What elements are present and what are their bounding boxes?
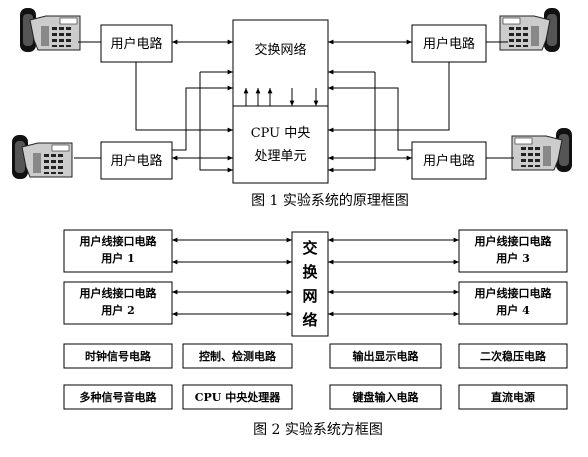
slic-label: 用户线接口电路 (80, 234, 158, 248)
module-cpu (182, 384, 293, 410)
module-keyboard-input (329, 384, 442, 410)
figure-2-arrows (172, 237, 459, 317)
switch-network-label: 交换网络 (254, 42, 306, 58)
module-dc-power (458, 384, 568, 410)
figure-2: 用户线接口电路 用户 1 用户线接口电路 用户 2 用户线接口电路 用户 3 用… (63, 229, 568, 438)
module-clock-circuit (63, 343, 173, 369)
slic-user-label: 用户 4 (496, 303, 530, 317)
figure-2-caption: 图 2 实验系统方框图 (253, 422, 383, 438)
slic-user-label: 用户 2 (101, 303, 134, 317)
slic-label: 用户线接口电路 (475, 286, 553, 300)
module-label: 二次稳压电路 (480, 349, 547, 363)
slic-user-label: 用户 3 (496, 251, 529, 265)
slic-label: 用户线接口电路 (475, 234, 553, 248)
module-label: 键盘输入电路 (352, 390, 420, 404)
module-label: CPU 中央处理器 (195, 390, 281, 404)
switch-char: 交 (302, 239, 317, 257)
switch-network-vertical-box (291, 231, 329, 337)
user-circuit-label: 用户电路 (110, 153, 162, 169)
figure-1: 用户电路 用户电路 用户电路 用户电路 交换网络 CPU 中央 处理单元 (11, 7, 573, 209)
switch-char: 换 (302, 263, 318, 281)
cpu-label-line1: CPU 中央 (251, 126, 311, 141)
switch-char: 络 (302, 311, 317, 329)
module-label: 输出显示电路 (353, 349, 420, 363)
user-circuit-label: 用户电路 (110, 36, 162, 52)
user-circuit-box-bottom-left (100, 141, 173, 180)
module-label: 控制、检测电路 (199, 349, 277, 363)
module-secondary-regulator (458, 343, 568, 369)
user-circuit-label: 用户电路 (423, 153, 475, 169)
module-label: 多种信号音电路 (80, 390, 158, 404)
user-circuit-box-top-left (100, 24, 173, 63)
cpu-box (232, 105, 329, 184)
telephone-icon (511, 127, 573, 173)
user-circuit-box-bottom-right (411, 141, 487, 180)
switch-network-box (232, 19, 329, 107)
telephone-icon (499, 7, 561, 53)
switch-char: 网 (302, 287, 317, 305)
user-circuit-label: 用户电路 (423, 36, 475, 52)
telephone-icon (11, 134, 73, 180)
module-output-display (329, 343, 442, 369)
slic-box-user-2 (63, 281, 173, 325)
slic-box-user-3 (458, 229, 568, 273)
figure-1-caption: 图 1 实验系统的原理框图 (251, 193, 409, 209)
module-label: 时钟信号电路 (85, 349, 152, 363)
cpu-label-line2: 处理单元 (254, 149, 306, 164)
slic-label: 用户线接口电路 (80, 286, 158, 300)
module-control-detect (182, 343, 293, 369)
telephone-icon (19, 7, 81, 53)
module-tone-circuit (63, 384, 173, 410)
slic-user-label: 用户 1 (101, 251, 134, 265)
slic-box-user-1 (63, 229, 173, 273)
module-label: 直流电源 (491, 390, 535, 404)
connection-arrows (135, 39, 450, 173)
slic-box-user-4 (458, 281, 568, 325)
